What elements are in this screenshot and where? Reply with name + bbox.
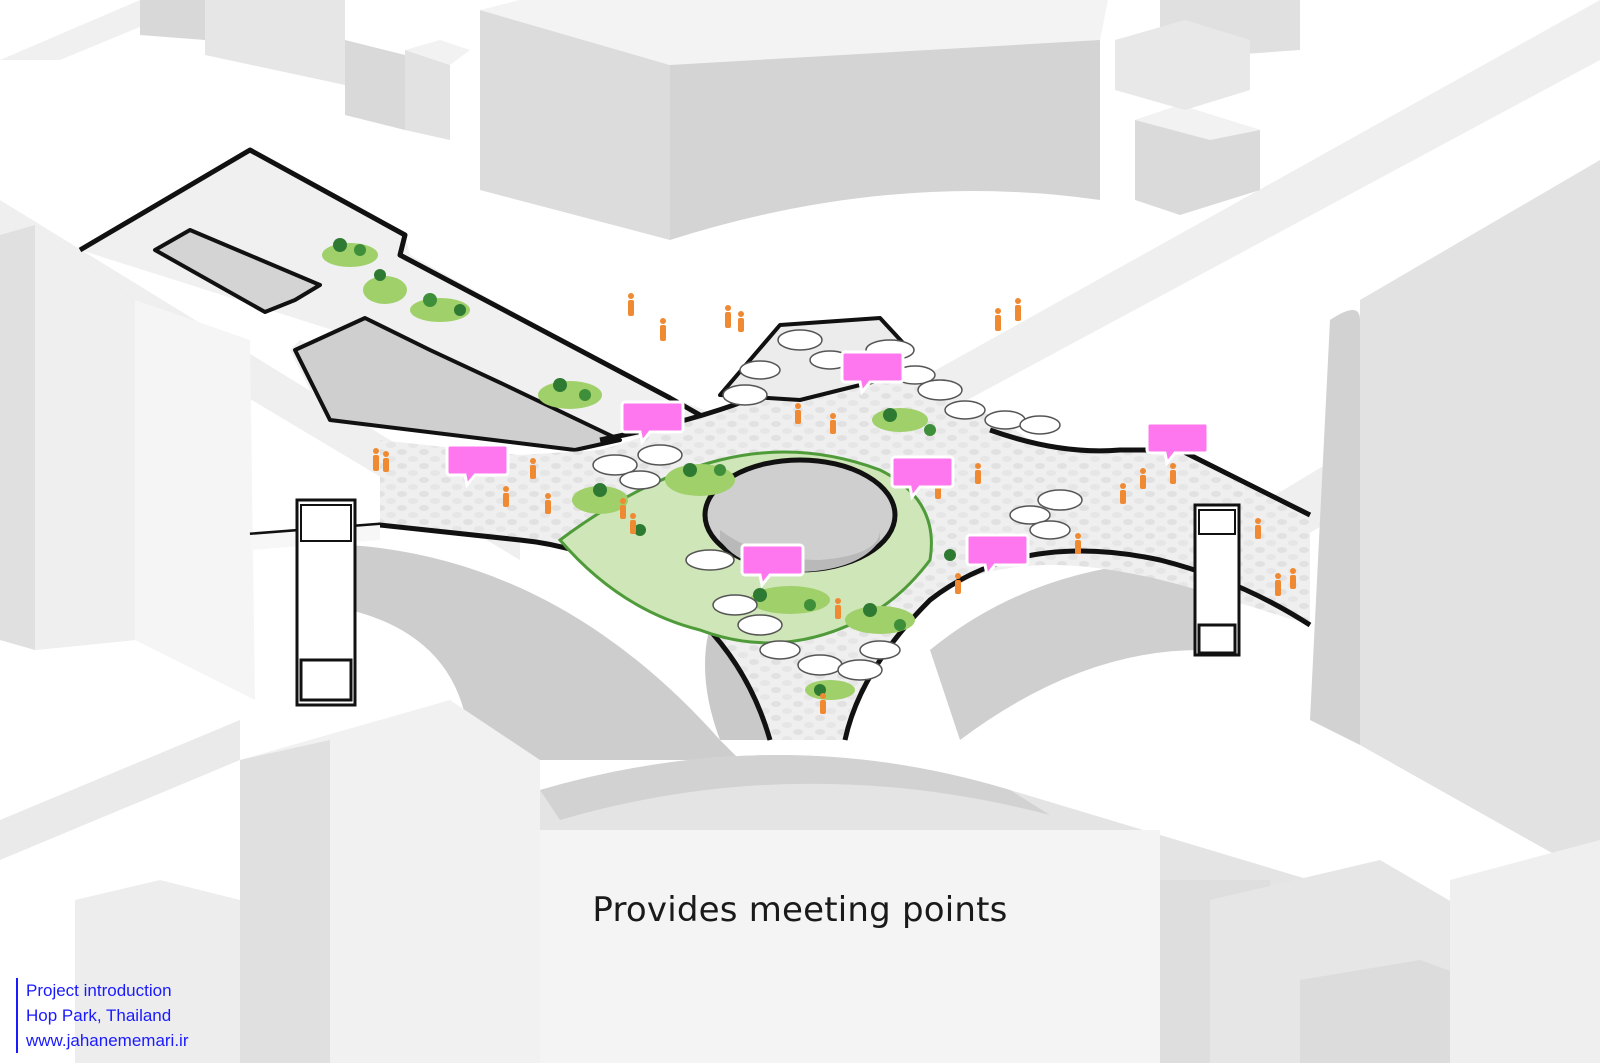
- building-top-right: [1115, 0, 1300, 215]
- credit-block: Project introduction Hop Park, Thailand …: [16, 978, 189, 1053]
- speech-bubble-icons: [445, 350, 1210, 589]
- building-bottom-right: [1210, 840, 1600, 1063]
- credit-line-website[interactable]: www.jahanememari.ir: [26, 1031, 189, 1050]
- green-ring: [557, 450, 933, 645]
- building-top-center: [480, 0, 1108, 241]
- stair-tower-left: [295, 498, 357, 707]
- building-left: [0, 225, 255, 700]
- credit-line-location: Hop Park, Thailand: [26, 1006, 172, 1025]
- credit-line-project: Project introduction: [26, 981, 172, 1000]
- building-bottom-left: [0, 700, 540, 1063]
- building-right: [1310, 160, 1600, 880]
- building-top-left: [0, 0, 470, 140]
- tree-icons: [333, 238, 956, 696]
- canopy-umbrella-icons: [592, 329, 1083, 681]
- stair-tower-right: [1193, 503, 1241, 657]
- diagram-caption: Provides meeting points: [592, 890, 1008, 930]
